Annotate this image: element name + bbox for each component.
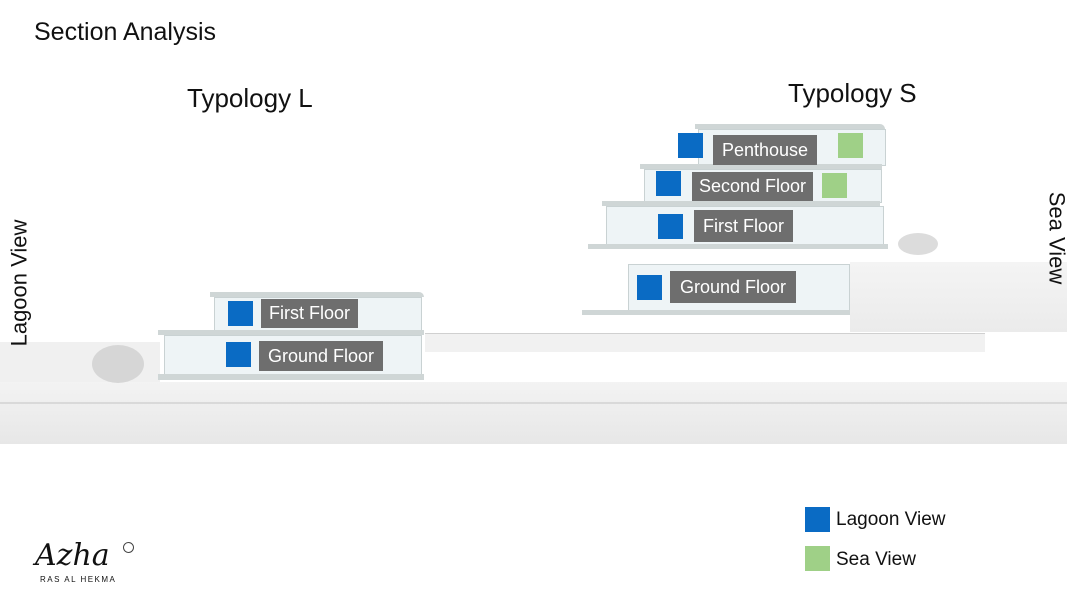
floor-label-s-penthouse: Penthouse bbox=[713, 135, 817, 165]
typology-l-heading: Typology L bbox=[187, 83, 313, 113]
legend-label-sea: Sea View bbox=[836, 549, 916, 570]
sea-view-marker bbox=[822, 173, 847, 198]
sea-view-marker bbox=[838, 133, 863, 158]
legend: Lagoon View Sea View bbox=[805, 506, 1005, 576]
legend-swatch-sea bbox=[805, 546, 830, 571]
terrain-line bbox=[0, 402, 1067, 404]
lagoon-view-marker bbox=[656, 171, 681, 196]
lagoon-view-marker bbox=[226, 342, 251, 367]
tree-icon bbox=[92, 345, 144, 383]
lagoon-view-marker bbox=[658, 214, 683, 239]
floor-label-s-ground-floor: Ground Floor bbox=[670, 271, 796, 303]
lagoon-view-side-label: Lagoon View bbox=[6, 219, 32, 347]
typology-s-heading: Typology S bbox=[788, 78, 917, 108]
terrain-band bbox=[0, 382, 1067, 444]
lagoon-view-marker bbox=[637, 275, 662, 300]
azha-logo: Azha bbox=[35, 538, 110, 573]
floor-label-s-first-floor: First Floor bbox=[694, 210, 793, 242]
sea-water bbox=[850, 262, 1067, 332]
lagoon-view-marker bbox=[678, 133, 703, 158]
legend-label-lagoon: Lagoon View bbox=[836, 509, 946, 530]
floor-label-l-ground-floor: Ground Floor bbox=[259, 341, 383, 371]
legend-swatch-lagoon bbox=[805, 507, 830, 532]
tree-icon bbox=[898, 233, 938, 255]
terrace-level bbox=[425, 333, 985, 352]
logo-tagline: RAS AL HEKMA bbox=[40, 575, 117, 584]
page-title: Section Analysis bbox=[34, 18, 217, 46]
floor-label-l-first-floor: First Floor bbox=[261, 299, 358, 328]
floor-label-s-second-floor: Second Floor bbox=[692, 172, 813, 201]
logo-mark-icon bbox=[123, 542, 134, 553]
sea-view-side-label: Sea View bbox=[1044, 191, 1067, 285]
lagoon-view-marker bbox=[228, 301, 253, 326]
